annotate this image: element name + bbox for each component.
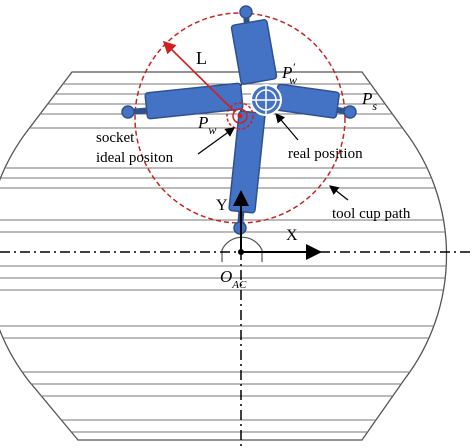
- label-ideal-position: ideal positon: [96, 150, 174, 166]
- label-radius-l: L: [196, 48, 207, 68]
- arm-bottom: [228, 110, 266, 235]
- ideal-socket-marker: [226, 102, 254, 130]
- label-origin: OAC: [220, 267, 247, 291]
- arm-top: [230, 5, 278, 85]
- origin-point: [238, 249, 244, 255]
- pointer-tool-cup-path: [329, 185, 349, 201]
- label-tool-cup-path: tool cup path: [332, 206, 411, 222]
- label-ps: Ps: [361, 89, 377, 113]
- label-y-axis: Y: [216, 197, 228, 214]
- radius-l-arrow: [162, 40, 236, 113]
- plate-outline: [0, 71, 448, 441]
- arm-left: [121, 82, 244, 120]
- label-pw: Pw: [197, 113, 216, 137]
- label-socket: socket: [96, 130, 135, 146]
- label-real-position: real position: [288, 146, 363, 162]
- arm-right: [274, 83, 357, 119]
- label-x-axis: X: [286, 227, 298, 244]
- pointer-real-position: [275, 113, 299, 141]
- notch-fill: [223, 250, 261, 264]
- label-pw-prime: P′w: [281, 60, 297, 87]
- pointer-socket-ideal: [197, 127, 235, 155]
- real-position-hub: [250, 84, 282, 116]
